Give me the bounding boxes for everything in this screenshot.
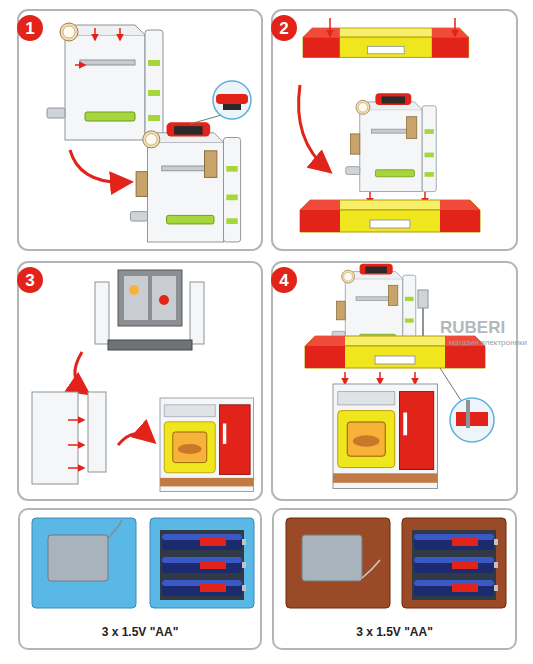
step-number-text: 2: [279, 20, 288, 37]
step-number-text: 3: [25, 272, 34, 289]
watermark-subtitle: магазин электроники: [449, 338, 527, 347]
step-number: 3: [16, 266, 44, 294]
step-number: 2: [270, 14, 298, 42]
step-circle-shape: [17, 15, 43, 41]
step-number-text: 4: [279, 272, 288, 289]
step-circle-shape: [17, 267, 43, 293]
step-circle-shape: [271, 15, 297, 41]
step-number-text: 1: [25, 20, 34, 37]
watermark: RUBERI: [440, 318, 505, 338]
step-circle-shape: [271, 267, 297, 293]
battery-panel: 3 x 1.5V "AA": [18, 508, 262, 650]
step-number: 1: [16, 14, 44, 42]
step-number: 4: [270, 266, 298, 294]
battery-spec: 3 x 1.5V "AA": [20, 625, 260, 639]
battery-panel: 3 x 1.5V "AA": [272, 508, 517, 650]
battery-spec: 3 x 1.5V "AA": [274, 625, 515, 639]
